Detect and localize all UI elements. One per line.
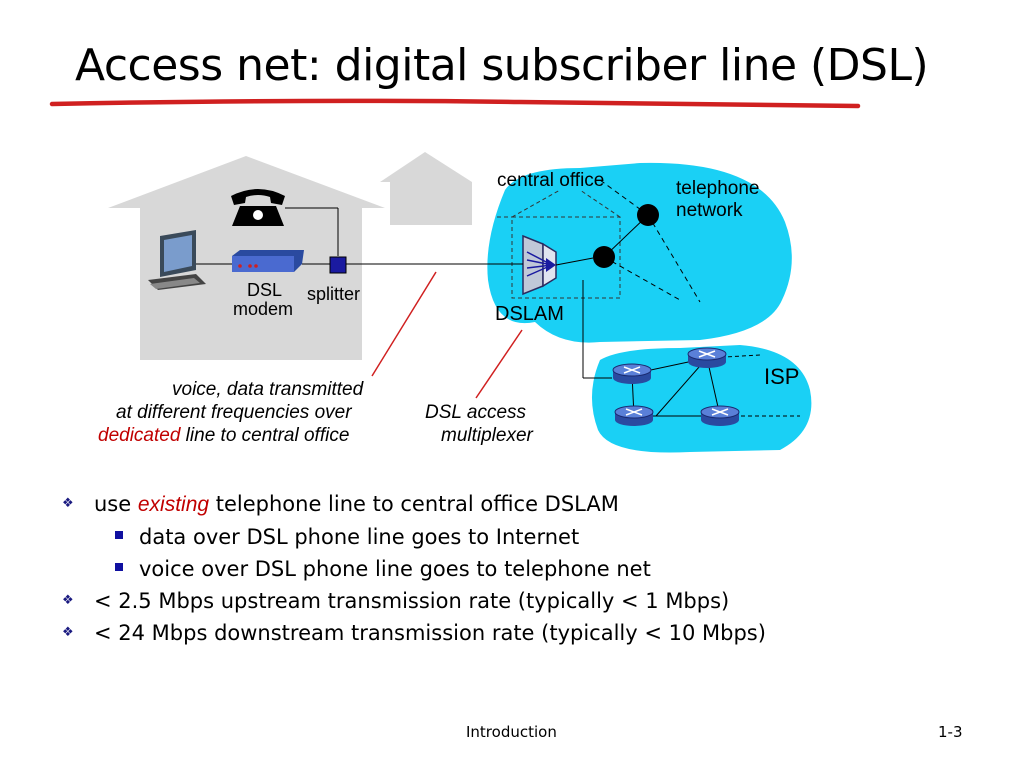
- telephone-network-label-2: network: [676, 200, 743, 221]
- central-office-label: central office: [497, 170, 605, 191]
- dsl-access-note-2: multiplexer: [441, 425, 533, 446]
- bullet-text: use: [94, 492, 138, 516]
- slide-title: Access net: digital subscriber line (DSL…: [75, 40, 929, 91]
- sub-bullet-item: data over DSL phone line goes to Interne…: [62, 521, 766, 553]
- computer-icon: [148, 230, 206, 290]
- splitter-label: splitter: [307, 284, 361, 304]
- voice-callout-line: [371, 271, 437, 377]
- router-icon: [687, 347, 727, 368]
- dsl-modem-icon: [232, 250, 304, 272]
- diamond-bullet-icon: ❖: [62, 593, 74, 608]
- bullet-text: < 24 Mbps downstream transmission rate (…: [94, 621, 766, 645]
- title-underline: [49, 98, 861, 109]
- splitter-icon: [329, 256, 347, 274]
- sub-bullet-item: voice over DSL phone line goes to teleph…: [62, 553, 766, 585]
- voice-note-line-1: voice, data transmitted: [172, 379, 364, 400]
- square-bullet-icon: [115, 563, 123, 571]
- diamond-bullet-icon: ❖: [62, 496, 74, 511]
- isp-label: ISP: [764, 364, 800, 389]
- router-icon: [614, 405, 654, 426]
- bullet-text: telephone line to central office DSLAM: [209, 492, 619, 516]
- telephone-switch-icon: [593, 246, 615, 268]
- bullet-text: < 2.5 Mbps upstream transmission rate (t…: [94, 589, 730, 613]
- telephone-network-label-1: telephone: [676, 178, 760, 199]
- neighbor-house: [380, 152, 472, 225]
- dsl-access-note-1: DSL access: [425, 402, 527, 423]
- dslam-callout-line: [475, 329, 523, 399]
- central-office-box: [511, 216, 621, 299]
- dsl-modem-label-1: DSL: [247, 280, 283, 300]
- dslam-label: DSLAM: [495, 303, 564, 325]
- bullet-item: ❖ use existing telephone line to central…: [62, 488, 766, 521]
- bullet-text: data over DSL phone line goes to Interne…: [139, 525, 580, 549]
- voice-note-line-3-rest: line to central office: [180, 425, 350, 446]
- telephone-icon: [231, 189, 285, 226]
- bullet-item: ❖ < 24 Mbps downstream transmission rate…: [62, 617, 766, 649]
- bullet-list: ❖ use existing telephone line to central…: [62, 488, 766, 649]
- bullet-text: voice over DSL phone line goes to teleph…: [139, 557, 651, 581]
- footer-page-number: 1-3: [938, 723, 963, 741]
- voice-note-line-3: dedicated line to central office: [98, 424, 349, 447]
- bullet-item: ❖ < 2.5 Mbps upstream transmission rate …: [62, 585, 766, 617]
- router-icon: [612, 363, 652, 384]
- dedicated-emphasis: dedicated: [98, 425, 181, 446]
- router-icon: [700, 405, 740, 426]
- telephone-switch-icon: [637, 204, 659, 226]
- existing-emphasis: existing: [137, 493, 210, 516]
- footer-section-title: Introduction: [466, 723, 557, 741]
- diamond-bullet-icon: ❖: [62, 625, 74, 640]
- dsl-modem-label-2: modem: [233, 299, 294, 319]
- voice-note-line-2: at different frequencies over: [116, 402, 352, 423]
- dslam-icon: [522, 234, 594, 296]
- square-bullet-icon: [115, 531, 123, 539]
